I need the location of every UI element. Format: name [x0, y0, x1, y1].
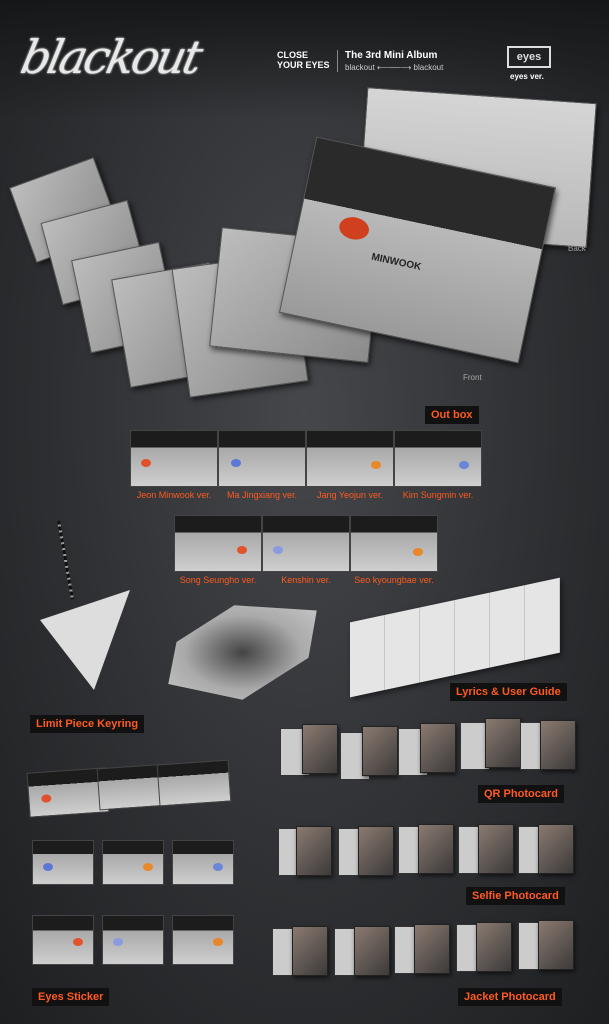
- photocard: [358, 826, 394, 876]
- band-line-1: CLOSE: [277, 50, 309, 60]
- version-caption: Ma Jingxiang ver.: [226, 490, 298, 500]
- photocard: [418, 824, 454, 874]
- front-label: Front: [463, 373, 482, 382]
- photocard: [354, 926, 390, 976]
- version-image: [130, 430, 218, 487]
- jacket-label: Jacket Photocard: [458, 988, 562, 1006]
- version-caption: Kim Sungmin ver.: [402, 490, 474, 500]
- eye-iris: [143, 863, 153, 871]
- photocard: [420, 723, 456, 773]
- photocard: [476, 922, 512, 972]
- version-caption: Jeon Minwook ver.: [136, 490, 212, 500]
- photocard: [292, 926, 328, 976]
- eye-iris: [237, 546, 247, 554]
- photocard: [538, 920, 574, 970]
- version-caption: Jang Yeojun ver.: [316, 490, 384, 500]
- album-logo: blackout: [16, 30, 205, 84]
- version-image: [174, 515, 262, 572]
- lyrics-label: Lyrics & User Guide: [450, 683, 567, 701]
- eye-iris: [213, 938, 223, 946]
- version-image: [394, 430, 482, 487]
- selfie-photocards: [278, 822, 578, 882]
- sticker: [32, 840, 94, 885]
- version-caption: Song Seungho ver.: [179, 575, 257, 585]
- photocard: [538, 824, 574, 874]
- sticker: [102, 915, 164, 965]
- keyring-strap: [57, 520, 74, 600]
- qr-photocards: [280, 718, 580, 780]
- eye-iris: [213, 863, 223, 871]
- eye-iris: [43, 863, 53, 871]
- photocard: [302, 724, 338, 774]
- version-caption: Kenshin ver.: [281, 575, 331, 585]
- version-label: eyes ver.: [510, 72, 544, 81]
- photocard: [540, 720, 576, 770]
- version-image: [306, 430, 394, 487]
- eye-iris: [413, 548, 423, 556]
- selfie-label: Selfie Photocard: [466, 887, 565, 905]
- keyring-label: Limit Piece Keyring: [30, 715, 145, 733]
- album-subtitle: blackout ⟵──⟶ blackout: [345, 63, 444, 72]
- sticker-strip: [26, 759, 233, 820]
- eye-iris: [231, 459, 241, 467]
- keyring-piece: [40, 590, 130, 690]
- outbox-label: Out box: [425, 406, 479, 424]
- sticker: [172, 840, 234, 885]
- sticker: [102, 840, 164, 885]
- eye-iris: [141, 459, 151, 467]
- version-image: [218, 430, 306, 487]
- divider: [337, 50, 338, 72]
- eye-iris: [371, 461, 381, 469]
- box-name: MINWOOK: [370, 251, 423, 273]
- band-line-2: YOUR EYES: [277, 60, 330, 70]
- eye-iris: [459, 461, 469, 469]
- jacket-photocards: [272, 920, 582, 980]
- sticker: [156, 759, 232, 807]
- photocard: [414, 924, 450, 974]
- eye-iris: [273, 546, 283, 554]
- album-title: The 3rd Mini Album: [345, 50, 438, 61]
- sticker-label: Eyes Sticker: [32, 988, 110, 1006]
- version-logo: eyes: [507, 46, 551, 68]
- eye-iris: [337, 214, 372, 243]
- photocard: [478, 824, 514, 874]
- version-caption: Seo kyoungbae ver.: [354, 575, 434, 585]
- photocard: [485, 718, 521, 768]
- version-image: [350, 515, 438, 572]
- back-label: Back: [568, 244, 586, 253]
- photocard: [362, 726, 398, 776]
- sticker: [32, 915, 94, 965]
- qr-label: QR Photocard: [478, 785, 564, 803]
- sticker: [172, 915, 234, 965]
- eye-iris: [73, 938, 83, 946]
- eye-iris: [41, 794, 52, 803]
- photocard: [296, 826, 332, 876]
- version-image: [262, 515, 350, 572]
- lyrics-booklet: [350, 577, 560, 698]
- eye-iris: [113, 938, 123, 946]
- puzzle-piece: [168, 605, 317, 700]
